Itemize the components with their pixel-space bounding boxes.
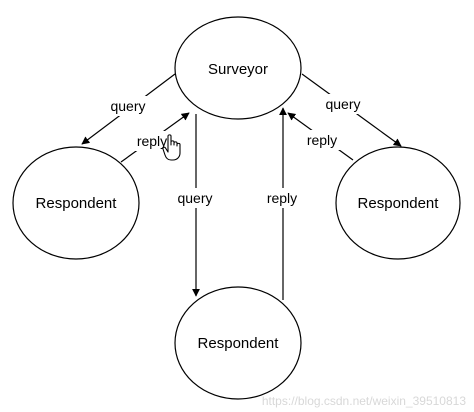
respondent-left-node: Respondent [12, 146, 140, 260]
hand-pointer-icon [162, 134, 181, 161]
edge-label-reply-left: reply [137, 133, 167, 149]
respondent-right-label: Respondent [358, 195, 440, 212]
watermark-text: https://blog.csdn.net/weixin_39510813 [262, 394, 466, 408]
surveyor-node: Surveyor [174, 16, 302, 120]
edge-label-query-left: query [110, 98, 145, 114]
respondent-right-node: Respondent [335, 146, 461, 260]
respondent-bottom-label: Respondent [198, 335, 280, 352]
edge-label-query-right: query [325, 96, 360, 112]
edge-label-query-bottom: query [177, 190, 212, 206]
respondent-left-label: Respondent [36, 195, 118, 212]
respondent-bottom-node: Respondent [174, 286, 302, 400]
edge-label-reply-bottom: reply [267, 190, 297, 206]
edge-label-reply-right: reply [307, 132, 337, 148]
surveyor-label: Surveyor [208, 61, 268, 78]
